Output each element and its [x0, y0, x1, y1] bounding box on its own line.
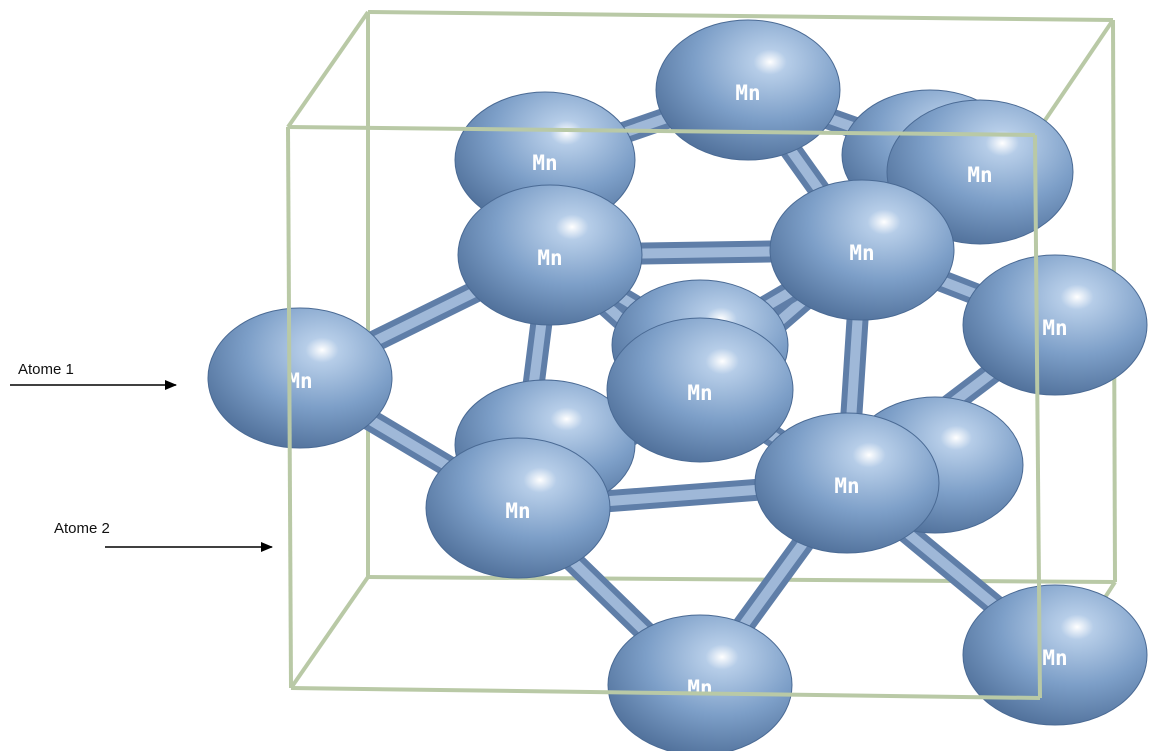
- callout-atom1-label: Atome 1: [18, 361, 74, 378]
- callout-atom2-label: Atome 2: [54, 520, 110, 537]
- callout-atom2: Atome 2: [54, 520, 273, 552]
- cell-edge: [1033, 18, 1115, 137]
- atom-sphere: [754, 412, 940, 554]
- cell-edge: [290, 686, 1041, 700]
- mn-atom: Mn: [769, 179, 955, 321]
- atom-symbol-label: Mn: [1042, 316, 1067, 340]
- unit-cell-front-edges: [286, 125, 1042, 700]
- atom-symbol-label: Mn: [1042, 646, 1067, 670]
- atom-symbol-label: Mn: [537, 246, 562, 270]
- atom-symbol-label: Mn: [967, 163, 992, 187]
- atom-sphere: [457, 184, 643, 326]
- atom-sphere: [655, 19, 841, 161]
- atom-sphere: [425, 437, 611, 579]
- atom-sphere: [962, 584, 1148, 726]
- atom-symbol-label: Mn: [834, 474, 859, 498]
- cell-edge: [286, 10, 370, 129]
- unit-cell-back-edges: [286, 10, 1117, 700]
- mn-atom: Mn: [962, 254, 1148, 396]
- atom-sphere: [606, 317, 794, 463]
- mn-atom: Mn: [607, 614, 793, 751]
- atom-sphere: [607, 614, 793, 751]
- cell-edge: [286, 126, 293, 689]
- atom-symbol-label: Mn: [849, 241, 874, 265]
- atom-sphere: [769, 179, 955, 321]
- mn-atom: Mn: [655, 19, 841, 161]
- cell-edge: [1033, 134, 1042, 699]
- mn-atom: Mn: [207, 307, 393, 449]
- mn-atom: Mn: [425, 437, 611, 579]
- atom-sphere: [207, 307, 393, 449]
- cell-edge: [367, 10, 1114, 22]
- atom-symbol-label: Mn: [287, 369, 312, 393]
- atom-symbol-label: Mn: [735, 81, 760, 105]
- atom-sphere: [962, 254, 1148, 396]
- mn-atom: Mn: [754, 412, 940, 554]
- atom-symbol-label: Mn: [505, 499, 530, 523]
- atom-symbol-label: Mn: [532, 151, 557, 175]
- atom-symbol-label: Mn: [687, 676, 712, 700]
- mn-atom: Mn: [457, 184, 643, 326]
- atom-symbol-label: Mn: [687, 381, 712, 405]
- mn-atom: Mn: [606, 317, 794, 463]
- cell-edge: [287, 125, 1036, 137]
- cell-edge: [367, 575, 1116, 584]
- mn-atom: Mn: [962, 584, 1148, 726]
- cell-edge: [289, 575, 370, 690]
- callout-atom1: Atome 1: [10, 361, 177, 390]
